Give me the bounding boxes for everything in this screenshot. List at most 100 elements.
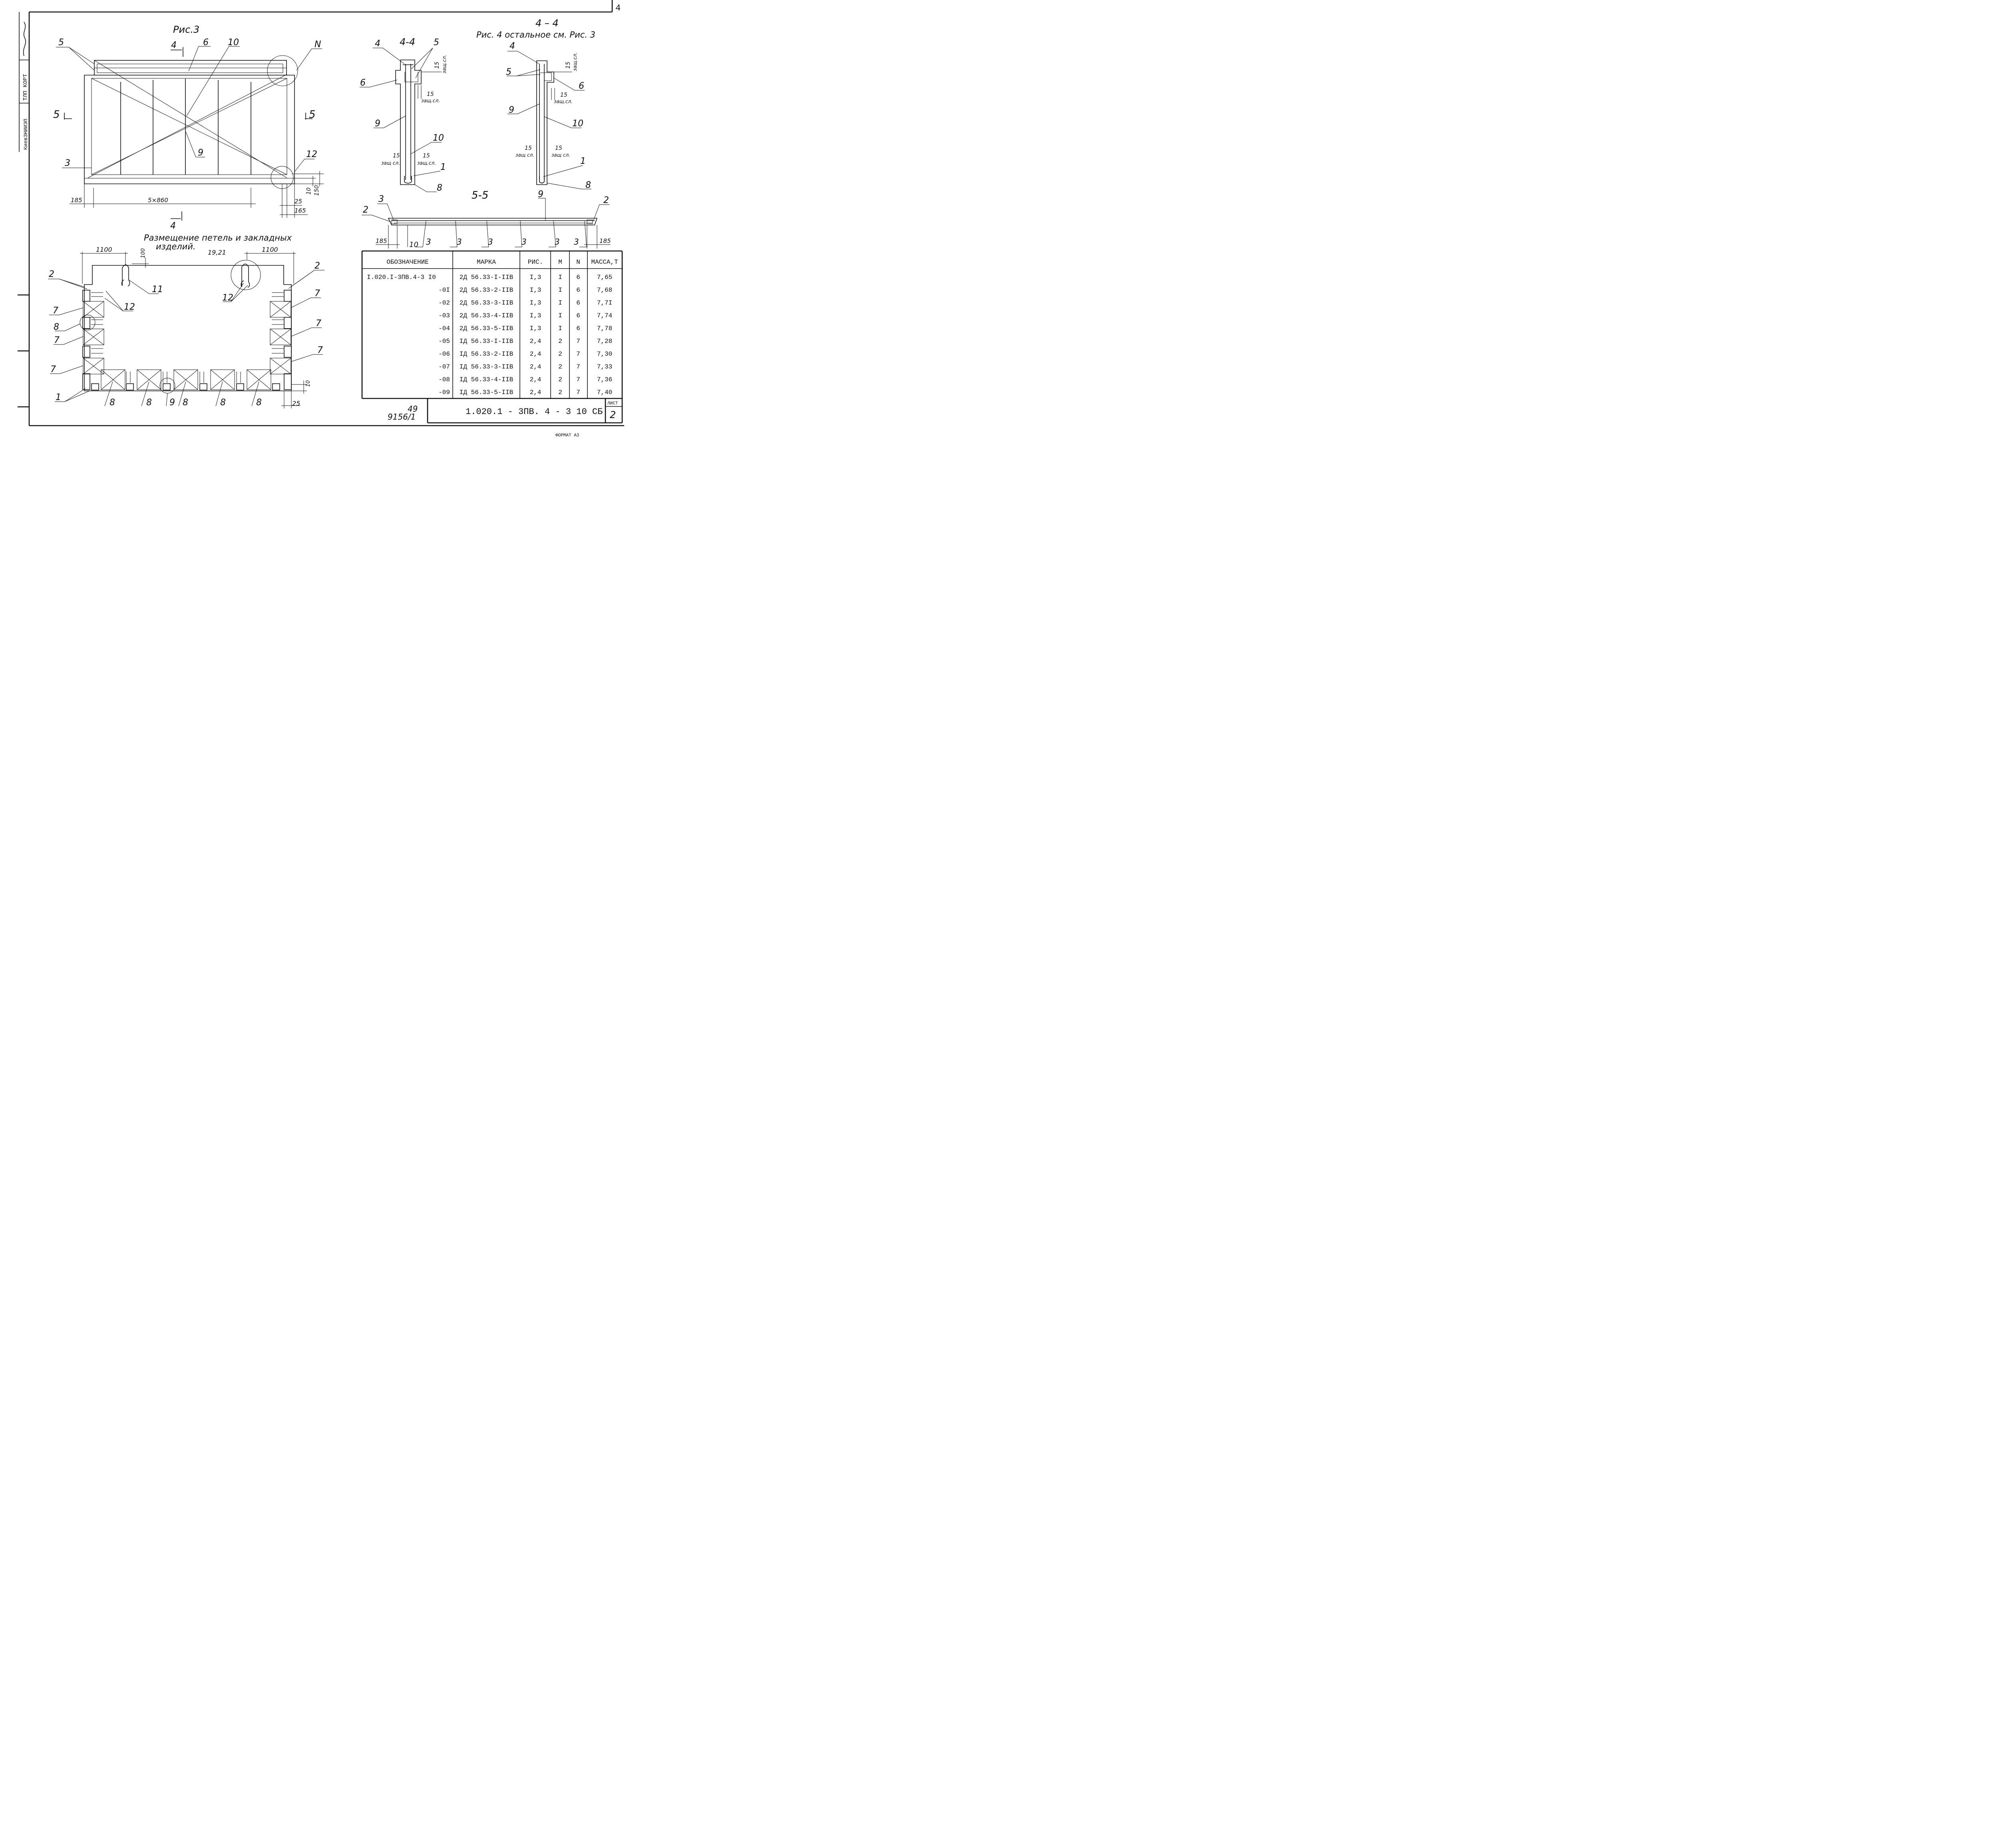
table-cell: 2,4	[530, 363, 541, 370]
section44-left-callout-8: 8	[437, 183, 442, 193]
section55-dim-185-right: 185	[599, 237, 611, 245]
section44-right-subtitle: Рис. 4 остальное см. Рис. 3	[476, 30, 595, 40]
table-cell: IД 56.33-2-IIB	[460, 350, 513, 358]
table-cell: -05	[438, 338, 450, 345]
stamp-signature	[23, 22, 26, 56]
section44-left-cover-top-label: защ.сл.	[442, 55, 447, 74]
fig3-callout-9: 9	[198, 148, 203, 158]
table-cell: 7,30	[597, 350, 612, 358]
table-cell: 7,33	[597, 363, 612, 370]
table-header-designation: ОБОЗНАЧЕНИЕ	[386, 259, 429, 266]
table-cell: I.020.I-3ПВ.4-3 I0	[367, 274, 436, 281]
section44-right-cover-r: 15	[555, 145, 562, 151]
placement-callout-12-left: 12	[124, 302, 135, 312]
stamp-dept: ТЛП КОРТ	[22, 74, 29, 101]
table-cell: I	[558, 274, 562, 281]
placement-dim-1100-left: 1100	[96, 246, 112, 253]
inventory-number: 49	[408, 404, 418, 414]
section55-callout-2-right: 2	[603, 195, 609, 205]
table-cell: IД 56.33-I-IIB	[460, 338, 513, 345]
fig3-dim-10: 10	[306, 187, 312, 195]
table-cell: 7,7I	[597, 299, 612, 307]
section44-right-drawing: 4 – 4 Рис. 4 остальное см. Рис. 3	[476, 18, 595, 189]
format-label: ФОРМАТ А3	[555, 433, 579, 438]
section44-right-cover-l-label: защ сл.	[515, 152, 534, 158]
table-cell: 7	[576, 376, 580, 383]
section44-right-callout-5: 5	[506, 67, 511, 77]
table-cell: 6	[576, 299, 580, 307]
section44-right-callout-1: 1	[580, 156, 586, 166]
section55-dim-185-left: 185	[376, 237, 387, 245]
table-cell: IД 56.33-3-IIB	[460, 363, 513, 370]
table-cell: 2	[558, 338, 562, 345]
fig3-callout-6: 6	[203, 38, 209, 48]
table-cell: 2	[558, 389, 562, 396]
spec-table	[361, 250, 623, 423]
section44-right-cover-l: 15	[525, 145, 532, 151]
section55-callout-3-c: 3	[488, 237, 493, 247]
section44-right-callout-6: 6	[579, 81, 584, 91]
table-cell: 7,78	[597, 325, 612, 332]
placement-dim-25: 25	[292, 400, 300, 407]
left-stamp: ТЛП КОРТ КиевЗНИИЭП	[19, 12, 29, 152]
table-cell: I	[558, 312, 562, 319]
section55-callout-3-a: 3	[426, 237, 431, 247]
table-cell: 2	[558, 350, 562, 358]
section44-right-title: 4 – 4	[535, 18, 559, 29]
fig3-drawing: Рис.3	[56, 24, 324, 221]
section44-left-cover-top: 15	[434, 62, 440, 69]
section55-callout-2-left: 2	[363, 205, 368, 215]
table-cell: IД 56.33-4-IIB	[460, 376, 513, 383]
table-cell: -02	[438, 299, 450, 307]
table-cell: 6	[576, 274, 580, 281]
sheet-frame	[18, 0, 624, 426]
sheet-number: 2	[610, 409, 616, 420]
table-cell: -03	[438, 312, 450, 319]
section55-drawing: 5-5	[362, 189, 611, 249]
section44-left-labels: 4 5 6 9 10 1 8 15 защ.сл. 15 защ.сл. 15 …	[360, 38, 447, 193]
placement-callout-11: 11	[152, 285, 163, 295]
table-cell: 7,74	[597, 312, 612, 319]
section44-left-drawing: 4-4	[360, 36, 442, 192]
placement-callout-2-left: 2	[49, 269, 54, 279]
section44-right-cover-top: 15	[565, 62, 571, 69]
section44-right-callout-8: 8	[585, 180, 591, 190]
table-cell: 2Д 56.33-I-IIB	[460, 274, 513, 281]
section44-left-callout-10: 10	[433, 133, 444, 143]
section55-title: 5-5	[472, 189, 488, 201]
section44-right-cover-r-label: защ сл.	[551, 152, 570, 158]
placement-callout-9: 9	[169, 398, 175, 408]
placement-title: Размещение петель и закладных	[144, 233, 292, 243]
table-cell: 7	[576, 338, 580, 345]
placement-callout-7-e: 7	[316, 319, 321, 329]
placement-dim-1921: 19,21	[208, 249, 226, 256]
page-number: 4	[615, 3, 621, 13]
table-cell: 7	[576, 350, 580, 358]
table-cell: I,3	[530, 274, 541, 281]
placement-callout-2-right: 2	[314, 261, 320, 271]
table-header-n: N	[576, 259, 580, 266]
fig3-callout-n: N	[314, 40, 321, 50]
table-cell: I,3	[530, 299, 541, 307]
fig3-section-5-right: 5	[309, 109, 316, 121]
placement-dim-1100-right: 1100	[262, 246, 278, 253]
fig3-section-4-top: 4	[171, 40, 177, 50]
spec-table-header: ОБОЗНАЧЕНИЕ МАРКА РИС. М N МАССА,Т	[386, 259, 618, 266]
section44-left-callout-6: 6	[360, 78, 366, 88]
section44-left-title: 4-4	[400, 36, 415, 48]
table-cell: I	[558, 325, 562, 332]
section44-left-callout-9: 9	[375, 119, 380, 129]
table-cell: -06	[438, 350, 450, 358]
table-cell: I	[558, 287, 562, 294]
placement-dim-10: 10	[305, 380, 311, 387]
section44-left-callout-5: 5	[434, 38, 439, 48]
placement-callout-7-d: 7	[314, 289, 320, 299]
drawing-sheet: 4 ТЛП КОРТ КиевЗНИИЭП Рис.3	[18, 0, 624, 438]
section55-callout-3-f: 3	[574, 237, 579, 247]
fig3-callout-3: 3	[65, 158, 70, 168]
section44-right-callout-10: 10	[572, 119, 583, 129]
placement-callout-1: 1	[56, 392, 61, 402]
table-cell: 6	[576, 325, 580, 332]
drawing-designation: 1.020.1 - 3ПВ. 4 - 3 10 СБ	[466, 407, 603, 417]
